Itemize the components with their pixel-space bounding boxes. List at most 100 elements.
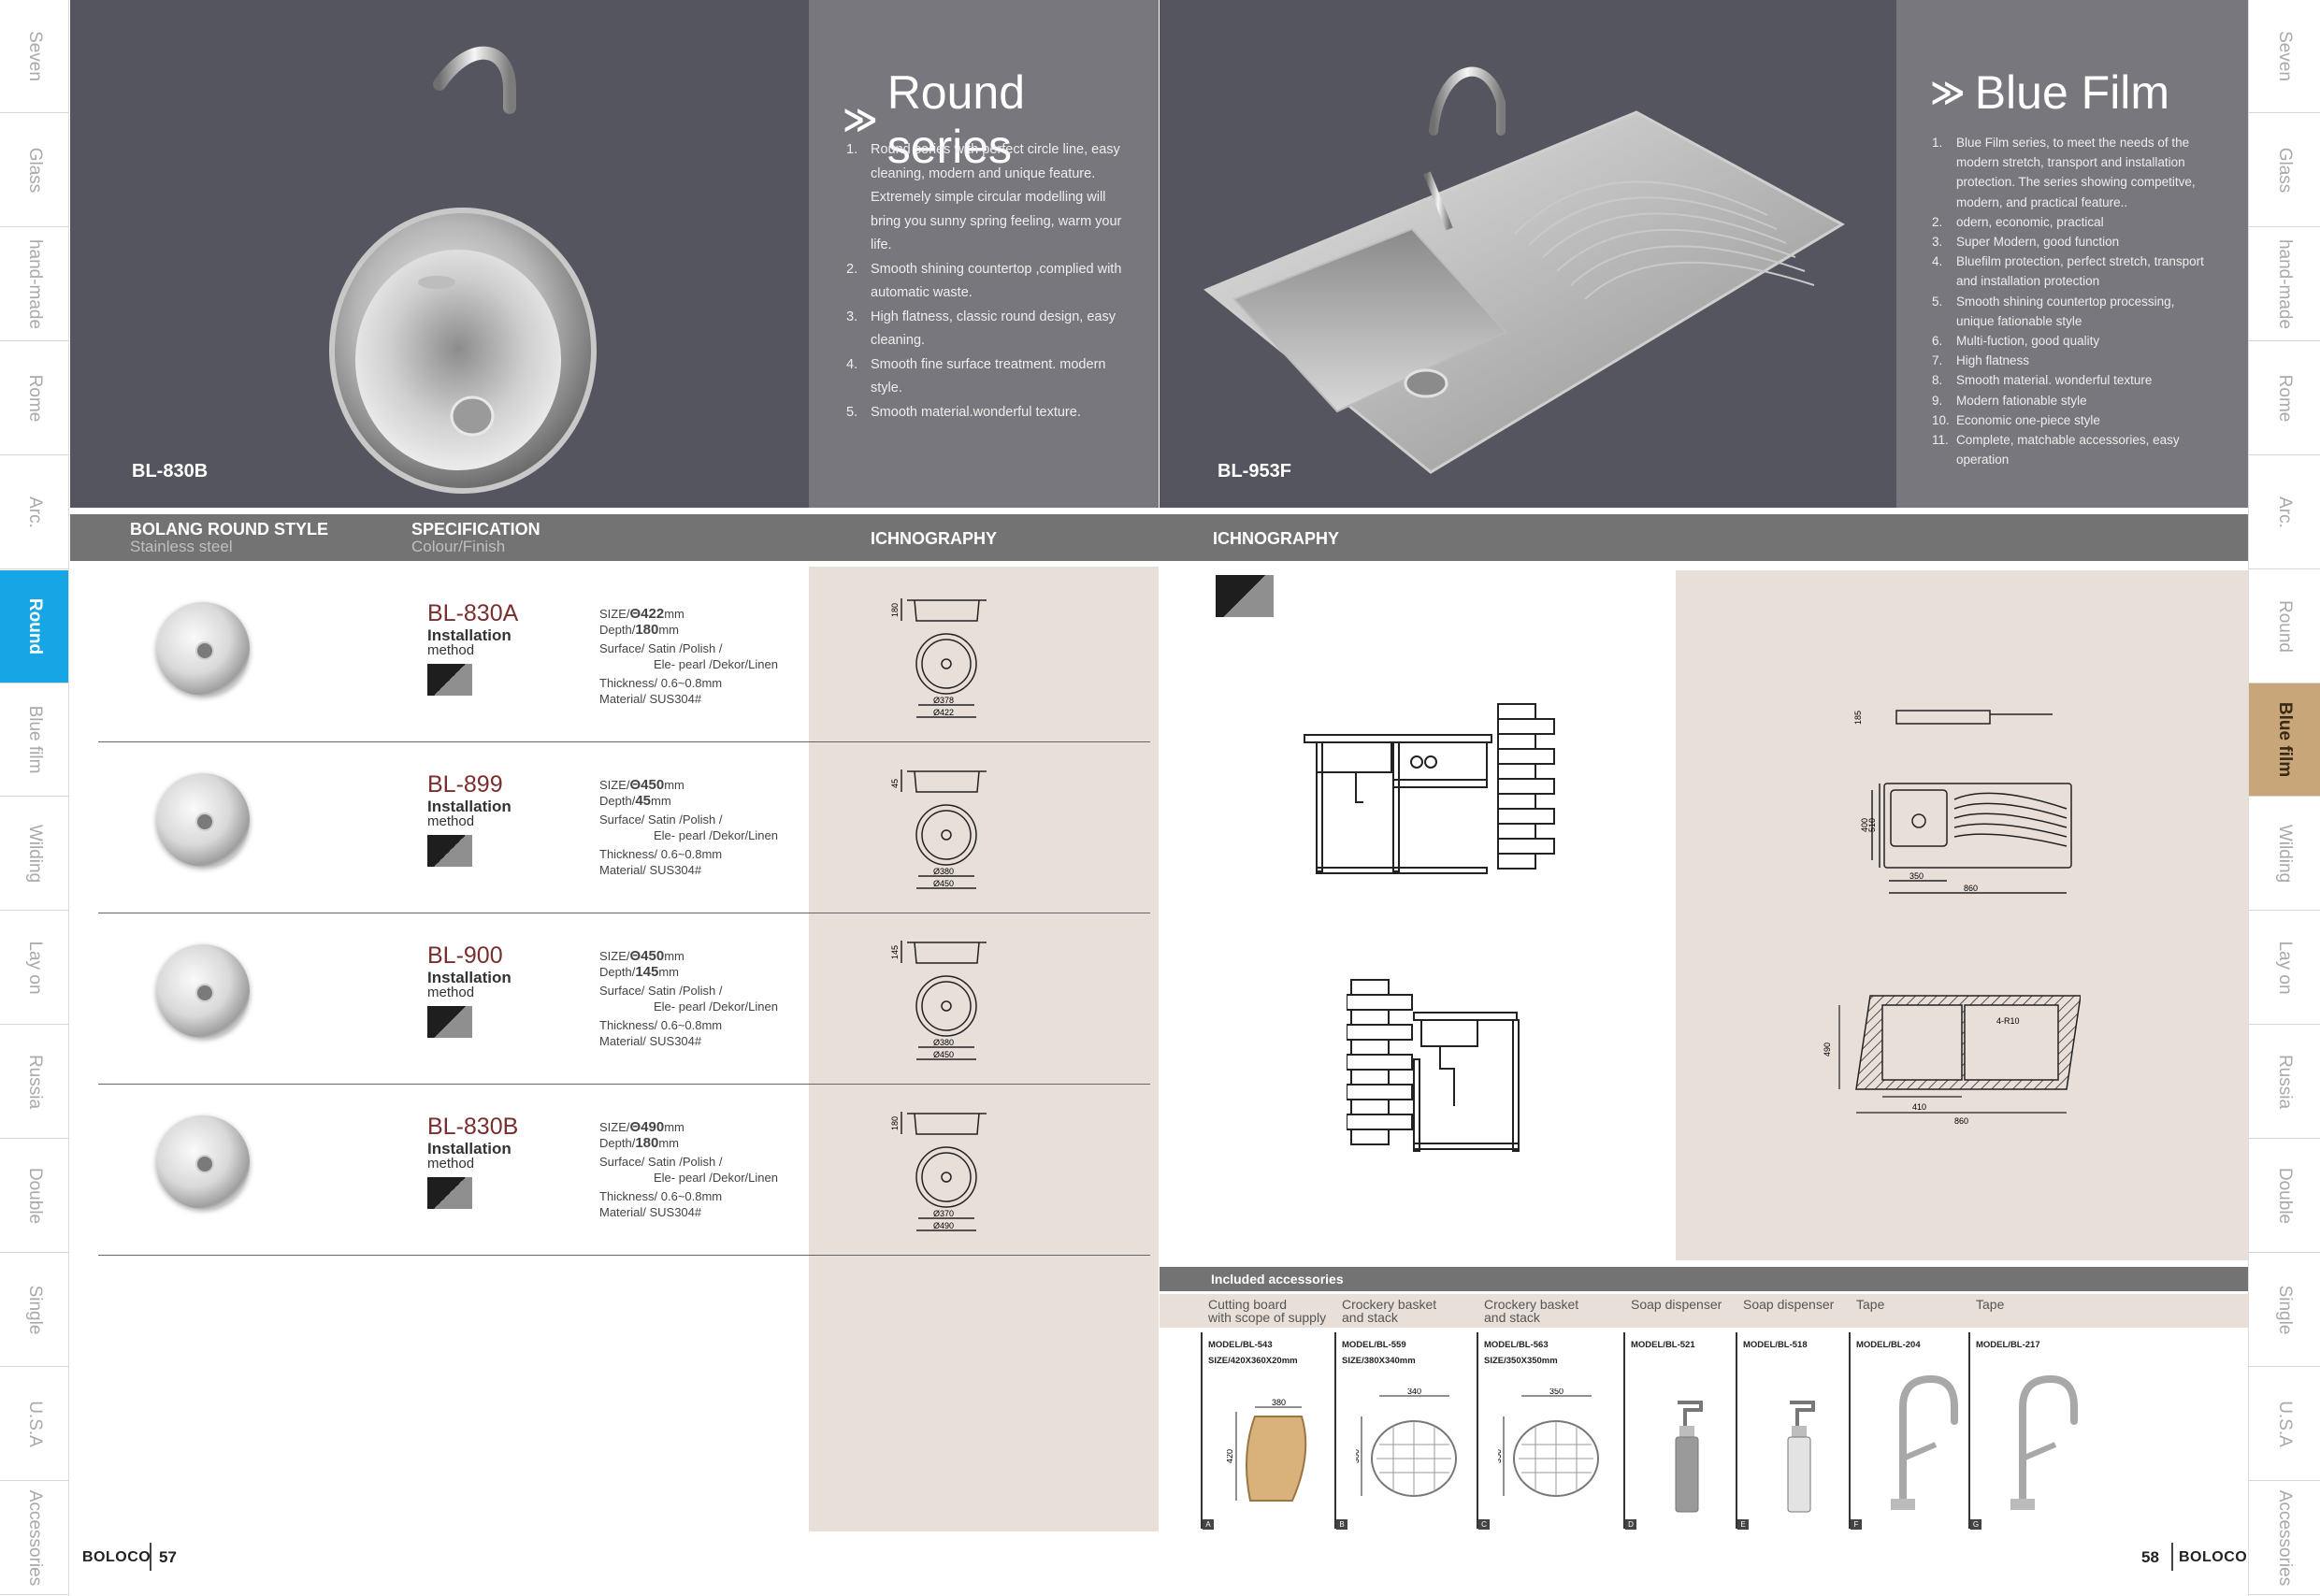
installation-method-icon <box>427 664 472 696</box>
double-chevron-icon: ≫ <box>1930 73 1966 111</box>
faucet-image <box>1891 1374 1958 1510</box>
side-tab-accessories[interactable]: Accessories <box>2249 1482 2320 1595</box>
drawing-column-bg <box>809 567 1159 1531</box>
feature-item: 2. odern, economic, practical <box>1932 212 2212 232</box>
installation-method-icon <box>427 1177 472 1209</box>
ichnography-height: 180 <box>890 603 900 617</box>
side-tab-round[interactable]: Round <box>2249 570 2320 683</box>
ichnography-outer-dia: Ø490 <box>933 1221 954 1230</box>
feature-item: 3.Super Modern, good function <box>1932 232 2212 252</box>
spec-size: SIZE/Θ450mm <box>599 948 684 964</box>
side-tab-label: Wilding <box>2275 825 2295 884</box>
installation-label: Installation method <box>427 798 512 829</box>
product-ichnography: 180 Ø378 Ø422 <box>890 598 987 718</box>
side-tab-label: U.S.A <box>2275 1400 2295 1447</box>
side-tab-label: hand-made <box>2275 238 2295 329</box>
side-tab-russia[interactable]: Russia <box>2249 1026 2320 1140</box>
accessory-divider <box>1201 1332 1203 1529</box>
side-tab-hand-made[interactable]: hand-made <box>0 228 68 341</box>
feature-text: High flatness, classic round design, eas… <box>871 309 1116 349</box>
product-specification: SIZE/Θ422mm Depth/180mm Surface/ Satin /… <box>599 606 778 707</box>
side-tab-label: Rome <box>24 374 45 423</box>
side-tab-label: Arc. <box>2275 496 2295 528</box>
accessory-divider <box>1736 1332 1737 1529</box>
side-tab-u-s-a[interactable]: U.S.A <box>2249 1368 2320 1481</box>
blue-film-title: ≫ Blue Film <box>1930 66 2170 119</box>
feature-text: Economic one-piece style <box>1956 412 2100 427</box>
side-tab-russia[interactable]: Russia <box>0 1026 68 1140</box>
product-ichnography: 180 Ø370 Ø490 <box>890 1112 987 1231</box>
round-series-title: ≫ Round series <box>843 66 1026 173</box>
accessory-letter: D <box>1625 1519 1636 1530</box>
spec-material: Material/ SUS304# <box>599 863 702 877</box>
side-tab-wilding[interactable]: Wilding <box>0 798 68 912</box>
blue-film-text-panel: ≫ Blue Film 1.Blue Film series, to meet … <box>1896 0 2248 508</box>
feature-number: 2. <box>1932 214 1943 229</box>
feature-number: 3. <box>846 309 858 324</box>
cutout-dim-bowl: 410 <box>1912 1102 1926 1112</box>
side-tab-double[interactable]: Double <box>0 1140 68 1253</box>
ichnography-height: 145 <box>890 945 900 959</box>
side-tab-wilding[interactable]: Wilding <box>2249 798 2320 912</box>
spec-depth: Depth/45mm <box>599 793 671 809</box>
installation-method-icon <box>427 835 472 867</box>
ichnography-inner-dia: Ø380 <box>933 1038 954 1047</box>
side-tab-round[interactable]: Round <box>0 569 68 683</box>
spec-thickness: Thickness/ 0.6~0.8mm <box>599 847 723 861</box>
product-model: BL-900 <box>427 942 503 969</box>
side-tab-lay-on[interactable]: Lay on <box>2249 912 2320 1026</box>
spec-depth: Depth/180mm <box>599 1135 680 1151</box>
installation-diagram-bottom <box>1347 979 1520 1152</box>
side-tab-hand-made[interactable]: hand-made <box>2249 228 2320 341</box>
side-tab-rome[interactable]: Rome <box>2249 342 2320 455</box>
side-tab-u-s-a[interactable]: U.S.A <box>0 1368 68 1481</box>
feature-item: 3. High flatness, classic round design, e… <box>846 306 1127 353</box>
spec-material: Material/ SUS304# <box>599 1034 702 1048</box>
feature-text: odern, economic, practical <box>1956 214 2104 229</box>
side-tab-glass[interactable]: Glass <box>2249 114 2320 227</box>
cutout-dim-length: 860 <box>1954 1116 1968 1126</box>
ichnography-outer-dia: Ø450 <box>933 1050 954 1059</box>
side-tab-blue-film[interactable]: Blue film <box>2249 683 2320 798</box>
side-tab-lay-on[interactable]: Lay on <box>0 912 68 1026</box>
side-tab-label: Seven <box>24 31 45 81</box>
side-tab-rome[interactable]: Rome <box>0 342 68 455</box>
feature-number: 3. <box>1932 235 1943 250</box>
faucet-image <box>2010 1374 2078 1510</box>
blue-film-photo: BL-953F <box>1160 0 1896 508</box>
side-tab-label: Lay on <box>24 941 45 995</box>
round-sink-image <box>329 46 597 494</box>
side-tab-seven[interactable]: Seven <box>2249 0 2320 113</box>
spec-surface-cont: Ele- pearl /Dekor/Linen <box>654 828 778 842</box>
side-tab-arc-[interactable]: Arc. <box>2249 456 2320 569</box>
feature-number: 4. <box>846 356 858 372</box>
accessory-model: MODEL/BL-204 <box>1856 1340 1921 1350</box>
side-tab-double[interactable]: Double <box>2249 1140 2320 1253</box>
accessory-letter: C <box>1478 1519 1490 1530</box>
side-tab-arc-[interactable]: Arc. <box>0 456 68 569</box>
accessory-name: Soap dispenser <box>1743 1297 1835 1312</box>
round-series-text-panel: ≫ Round series 1.Round series with perfe… <box>809 0 1159 508</box>
side-tab-single[interactable]: Single <box>2249 1254 2320 1367</box>
side-tab-glass[interactable]: Glass <box>0 114 68 227</box>
col-ichnography-header: ICHNOGRAPHY <box>871 529 998 548</box>
round-series-photo: BL-830B <box>70 0 809 508</box>
side-tab-seven[interactable]: Seven <box>0 0 68 113</box>
side-tab-label: Single <box>2275 1285 2295 1335</box>
feature-item: 6.Multi-fuction, good quality <box>1932 331 2212 351</box>
footer-divider-right <box>2171 1543 2173 1571</box>
drawing-dim-length: 860 <box>1964 884 1978 893</box>
product-row: BL-899 Installation method SIZE/Θ450mm D… <box>98 743 1150 913</box>
feature-number: 1. <box>846 142 858 157</box>
feature-number: 5. <box>846 404 858 420</box>
accessory-dim-w: 340 <box>1407 1388 1421 1396</box>
side-tab-single[interactable]: Single <box>0 1254 68 1367</box>
product-model: BL-830B <box>427 1114 519 1140</box>
side-tab-blue-film[interactable]: Blue film <box>0 683 68 798</box>
side-tab-accessories[interactable]: Accessories <box>0 1482 68 1595</box>
accessory-letter: F <box>1851 1519 1862 1530</box>
product-row: BL-900 Installation method SIZE/Θ450mm D… <box>98 914 1150 1085</box>
spec-material: Material/ SUS304# <box>599 692 702 706</box>
